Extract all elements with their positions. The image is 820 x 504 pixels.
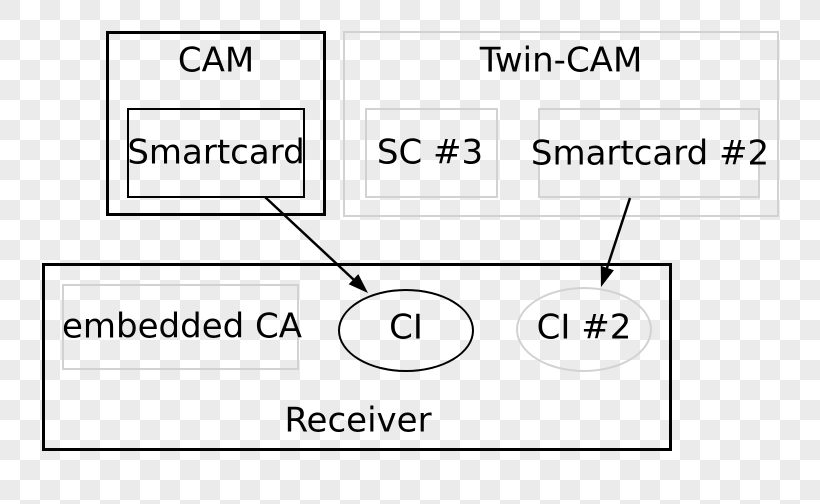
sc3-label: SC #3 <box>376 132 484 173</box>
cam-module-box <box>106 31 326 216</box>
sc3-box <box>365 108 498 198</box>
embedded-ca-label: embedded CA <box>61 306 303 347</box>
smartcard2-box <box>538 108 760 198</box>
twin-cam-label: Twin-CAM <box>479 40 643 81</box>
cam-label: CAM <box>177 40 255 81</box>
receiver-label: Receiver <box>284 400 432 441</box>
smartcard-box <box>127 108 305 198</box>
ci2-label: CI #2 <box>536 307 632 348</box>
smartcard2-label: Smartcard #2 <box>530 133 770 174</box>
embedded-ca-box <box>62 284 299 370</box>
ci-label: CI <box>389 307 423 348</box>
ci-slot-ellipse <box>338 289 474 372</box>
ci2-slot-ellipse <box>516 287 652 372</box>
smartcard-label: Smartcard <box>127 132 305 173</box>
twin-cam-module-box <box>343 31 779 217</box>
receiver-box <box>42 263 672 451</box>
